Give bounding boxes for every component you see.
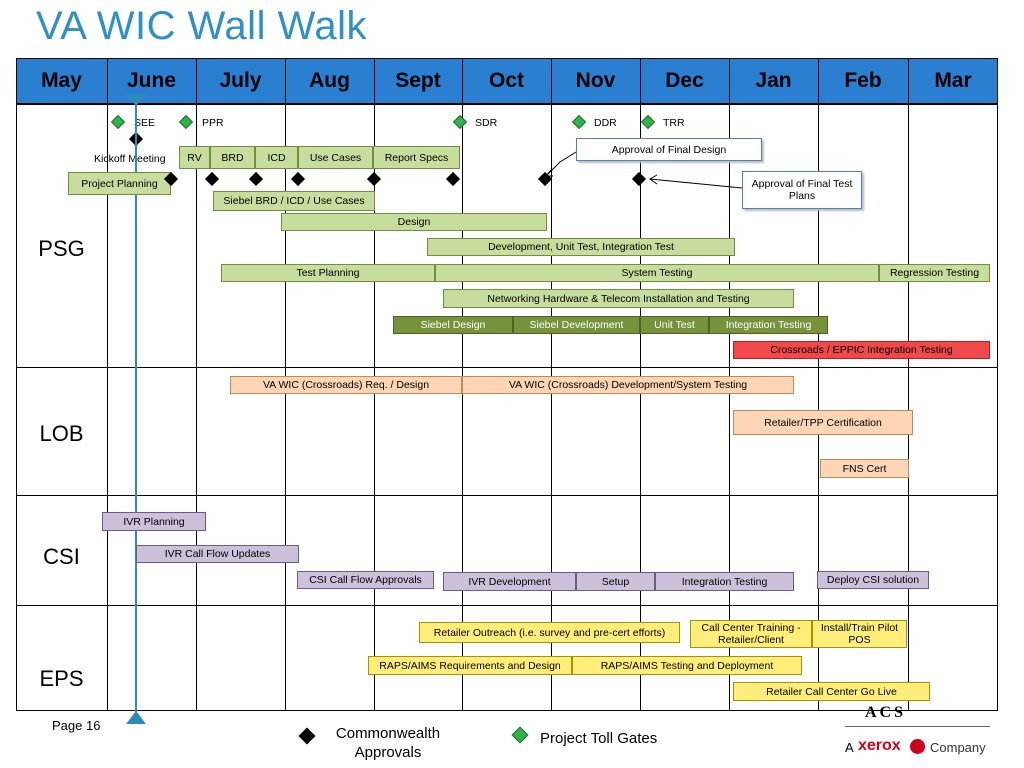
bar-lob-req-design: VA WIC (Crossroads) Req. / Design [230,376,462,394]
section-label-lob: LOB [39,421,84,446]
header-divider [16,104,998,105]
section-label-eps: EPS [39,666,84,691]
bar-call-center-training: Call Center Training - Retailer/Client [690,620,812,648]
month-divider [196,58,197,711]
bar-siebel-development: Siebel Development [513,316,640,334]
bar-go-live: Retailer Call Center Go Live [733,682,930,701]
bar-csi-approvals: CSI Call Flow Approvals [297,571,434,589]
bar-siebel-design: Siebel Design [393,316,513,334]
bar-siebel-brd: Siebel BRD / ICD / Use Cases [213,191,375,211]
bar-deploy-csi: Deploy CSI solution [817,571,929,589]
page-title: VA WIC Wall Walk [36,4,367,48]
month-header-june: June [126,69,176,92]
legend-commonwealth-label: Commonwealth Approvals [335,725,441,761]
month-header-may: May [41,69,82,92]
bar-icd: ICD [255,146,298,169]
bar-raps-req: RAPS/AIMS Requirements and Design [368,656,572,675]
logo-divider [845,726,990,727]
bar-networking: Networking Hardware & Telecom Installati… [443,289,794,308]
bar-fns-cert: FNS Cert [820,459,909,478]
month-header-mar: Mar [934,69,972,92]
bar-raps-test: RAPS/AIMS Testing and Deployment [572,656,802,675]
milestone-sdr-label: SDR [475,117,498,129]
bar-use-cases: Use Cases [298,146,373,169]
milestone-see-label: SEE [134,117,156,129]
bar-unit-test: Unit Test [640,316,709,334]
section-divider-csi-eps [16,605,998,606]
bar-regression-testing: Regression Testing [879,264,990,282]
month-divider [818,58,819,711]
bar-csi-integration: Integration Testing [655,572,794,591]
bar-rv: RV [179,146,210,169]
bar-ivr-development: IVR Development [443,572,576,591]
acs-logo: ACS [865,706,907,720]
bar-retailer-outreach: Retailer Outreach (i.e. survey and pre-c… [419,622,680,643]
bar-development: Development, Unit Test, Integration Test [427,238,735,256]
bar-setup: Setup [576,572,655,591]
logo-suffix: Company [930,740,986,755]
page-number: Page 16 [52,718,101,733]
month-header-feb: Feb [844,69,882,92]
section-divider-psg-lob [16,367,998,368]
month-header-jan: Jan [755,69,792,92]
milestone-ddr-label: DDR [594,117,617,129]
month-header-july: July [219,69,262,92]
kickoff-meeting-label: Kickoff Meeting [94,153,166,165]
bar-retailer-cert: Retailer/TPP Certification [733,410,913,435]
bar-integration-testing: Integration Testing [709,316,828,334]
month-header-dec: Dec [665,69,704,92]
month-divider [908,58,909,711]
bar-report-specs: Report Specs [373,146,460,169]
month-header [16,58,998,104]
milestone-ppr-label: PPR [202,117,224,129]
timeline-grid [16,58,998,711]
section-label-psg: PSG [38,236,85,261]
bar-brd: BRD [210,146,255,169]
bar-ivr-call-flow: IVR Call Flow Updates [136,545,299,563]
section-divider-lob-csi [16,495,998,496]
callout-final-design: Approval of Final Design [576,138,762,161]
milestone-trr-label: TRR [663,117,685,129]
bar-system-testing: System Testing [435,264,879,282]
month-header-aug: Aug [309,69,350,92]
bar-install-pilot: Install/Train Pilot POS [812,620,907,648]
section-label-csi: CSI [43,544,80,569]
month-header-oct: Oct [488,69,524,92]
bar-design: Design [281,213,547,231]
month-divider [107,58,108,711]
callout-final-test-plans: Approval of Final Test Plans [742,171,862,209]
bar-test-planning: Test Planning [221,264,435,282]
month-header-nov: Nov [575,69,616,92]
bar-crossroads-eppic: Crossroads / EPPIC Integration Testing [733,341,990,359]
bar-lob-dev-sys: VA WIC (Crossroads) Development/System T… [462,376,794,394]
xerox-logo: xerox [858,737,901,754]
month-header-sept: Sept [395,69,441,92]
bar-project-planning: Project Planning [68,172,171,195]
xerox-sphere-icon [910,739,925,754]
bar-ivr-planning: IVR Planning [102,512,206,531]
logo-prefix: A [845,740,854,755]
legend-tollgate-label: Project Toll Gates [540,730,658,747]
